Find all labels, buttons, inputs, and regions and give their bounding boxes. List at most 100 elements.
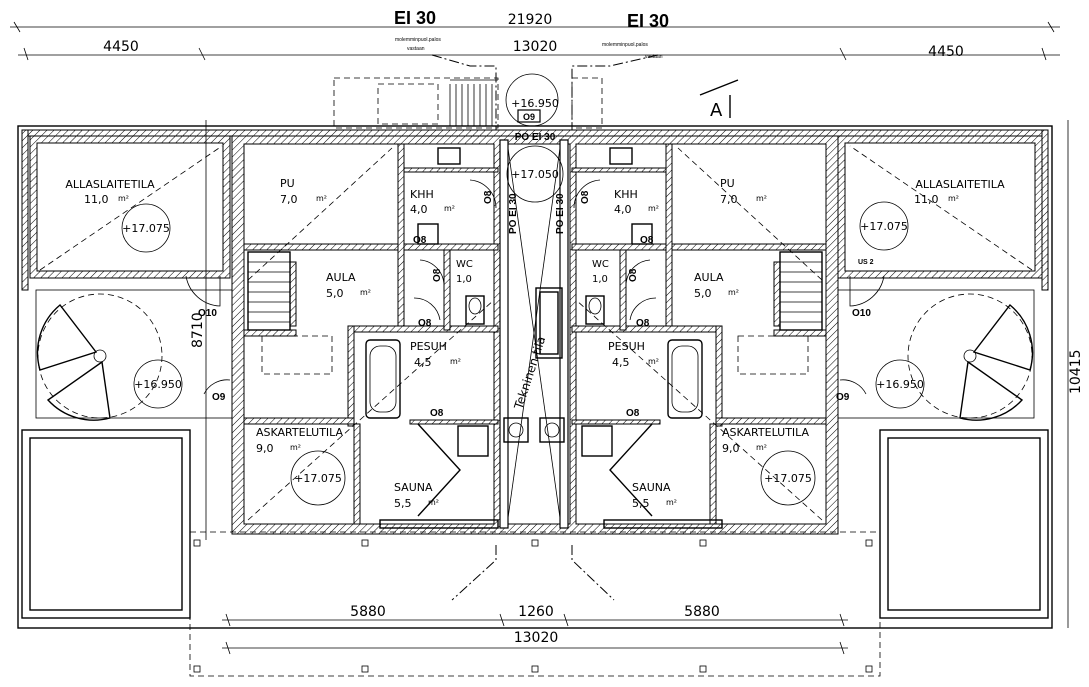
room-allaslaitetila-right-area: 11,0: [914, 193, 939, 206]
door-o10-right: O10: [852, 308, 871, 319]
sauna-benches: [417, 423, 653, 517]
fire-note-left-1: molemminpuol.palos: [395, 37, 441, 43]
unit-pu-right: m²: [756, 194, 767, 203]
door-o9-left: O9: [212, 392, 226, 403]
room-allaslaitetila-right-name: ALLASLAITETILA: [915, 178, 1005, 191]
bottom-dimension-lines: [222, 613, 848, 655]
fire-rating-wall-vertical-left: PO EI 30: [508, 193, 519, 234]
dim-left-top: 4450: [103, 39, 139, 55]
door-o8-pesuh-left: O8: [418, 318, 432, 329]
level-circle-askartelutila-left: [290, 450, 346, 506]
spiral-stair-left: [36, 293, 163, 421]
door-o9-right: O9: [836, 392, 850, 403]
unit-pesuh-left: m²: [450, 357, 461, 366]
unit-khh-left: m²: [444, 204, 455, 213]
level-allaslaitetila-right: +17.075: [860, 220, 908, 233]
spiral-stair-right: [907, 293, 1034, 421]
door-o8-wc-left: O8: [432, 268, 443, 282]
door-swings: [185, 179, 885, 395]
level-circle-allaslaitetila-left: [121, 203, 171, 253]
dim-total-top: 21920: [508, 12, 553, 28]
door-o8-sauna-right: O8: [626, 408, 640, 419]
level-circle-stair-right: [875, 359, 925, 409]
room-askartelutila-right-name: ASKARTELUTILA: [722, 426, 810, 439]
level-circle-askartelutila-right: [760, 450, 816, 506]
room-pesuh-left-name: PESUH: [410, 340, 447, 353]
door-tags: O10 O10 O9 O9 O8 O8 O8 O8 O8 O8 O8 O8 O8…: [198, 190, 871, 419]
room-wc-right-area: 1,0: [592, 274, 608, 285]
unit-khh-right: m²: [648, 204, 659, 213]
unit-allaslaitetila-right: m²: [948, 194, 959, 203]
door-tag-o9-top: [517, 109, 541, 123]
dim-bottom-total: 13020: [514, 630, 559, 646]
level-circle-allaslaitetila-right: [859, 201, 909, 251]
room-wc-left-area: 1,0: [456, 274, 472, 285]
room-askartelutila-right-area: 9,0: [722, 442, 740, 455]
unit-aula-left: m²: [360, 288, 371, 297]
level-stair-left: +16.950: [134, 378, 182, 391]
fire-note-left-2: vastaan: [407, 46, 425, 52]
dim-bottom-left: 5880: [350, 604, 386, 620]
fixtures: [365, 147, 723, 529]
partitions-left: [243, 143, 499, 525]
room-pesuh-right-name: PESUH: [608, 340, 645, 353]
room-askartelutila-left-name: ASKARTELUTILA: [256, 426, 344, 439]
door-o10-left: O10: [198, 308, 217, 319]
room-askartelutila-left-area: 9,0: [256, 442, 274, 455]
door-o8-khh-right: O8: [640, 235, 654, 246]
room-allaslaitetila-left-area: 11,0: [84, 193, 109, 206]
unit-pu-left: m²: [316, 194, 327, 203]
top-stair: [333, 77, 603, 129]
room-wc-right-name: WC: [592, 259, 609, 270]
technical-shaft: [499, 139, 569, 529]
partitions-right: [571, 143, 827, 525]
room-khh-left-name: KHH: [410, 188, 434, 201]
dim-left-height: 8710: [190, 312, 206, 348]
dim-bottom-mid: 1260: [518, 604, 554, 620]
room-sauna-left-name: SAUNA: [394, 481, 433, 494]
room-khh-right-name: KHH: [614, 188, 638, 201]
unit-allaslaitetila-left: m²: [118, 194, 129, 203]
door-o8-pu-right: O8: [580, 190, 591, 204]
unit-askartelutila-left: m²: [290, 443, 301, 452]
level-askartelutila-right: +17.075: [764, 472, 812, 485]
room-sauna-left-area: 5,5: [394, 497, 412, 510]
top-dimension-lines: [10, 21, 1060, 61]
room-allaslaitetila-left-name: ALLASLAITETILA: [65, 178, 155, 191]
unit-pesuh-right: m²: [648, 357, 659, 366]
section-marker: A: [699, 79, 739, 121]
room-pesuh-right-area: 4,5: [612, 356, 630, 369]
fire-rating-wall-horizontal: PO EI 30: [515, 132, 556, 143]
fire-rating-right: EI 30: [627, 11, 669, 31]
door-o9-top: O9: [523, 112, 535, 122]
building-outline: [17, 125, 1053, 677]
fire-note-right-1: molemminpuol.palos: [602, 42, 648, 48]
unit-sauna-right: m²: [666, 498, 677, 507]
room-khh-right-area: 4,0: [614, 203, 632, 216]
column-markers: [193, 539, 873, 673]
internal-stairs: [247, 251, 823, 375]
svg-text:A: A: [710, 100, 723, 121]
door-o8-sauna-left: O8: [430, 408, 444, 419]
unit-aula-right: m²: [728, 288, 739, 297]
slope-lines: [39, 145, 1033, 521]
room-aula-left-area: 5,0: [326, 287, 344, 300]
dim-right-top: 4450: [928, 44, 964, 60]
room-aula-right-name: AULA: [694, 271, 724, 284]
unit-askartelutila-right: m²: [756, 443, 767, 452]
room-sauna-right-name: SAUNA: [632, 481, 671, 494]
room-pu-left-area: 7,0: [280, 193, 298, 206]
room-pu-right-area: 7,0: [720, 193, 738, 206]
room-pu-left-name: PU: [280, 177, 295, 190]
dim-bottom-right: 5880: [684, 604, 720, 620]
room-aula-right-area: 5,0: [694, 287, 712, 300]
room-pu-right-name: PU: [720, 177, 735, 190]
misc-us2: US 2: [858, 259, 874, 266]
side-dimension-lines: [205, 120, 1069, 628]
dim-right-height: 10415: [1068, 349, 1084, 394]
fire-rating-left: EI 30: [394, 8, 436, 28]
fire-note-right-2: vastaan: [645, 54, 663, 60]
dim-mid-top: 13020: [513, 39, 558, 55]
room-sauna-right-area: 5,5: [632, 497, 650, 510]
